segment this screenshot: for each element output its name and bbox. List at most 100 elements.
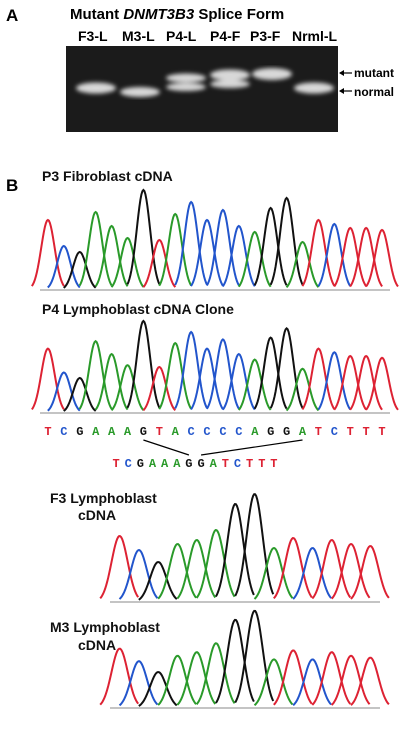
band-p3f-mutant: [252, 68, 292, 80]
band-nrml-normal: [294, 82, 334, 94]
peak-G: [63, 376, 97, 412]
base-letter: T: [315, 425, 322, 439]
base-letter: T: [347, 425, 354, 439]
peak-A: [237, 358, 272, 411]
trace-title-p3-fibroblast: P3 Fibroblast cDNA: [42, 168, 173, 184]
peak-T: [349, 226, 383, 288]
chromatogram-f3: [99, 493, 390, 603]
base-letter: T: [270, 457, 277, 471]
peak-T: [142, 238, 177, 288]
peak-A: [176, 539, 217, 600]
peak-G: [253, 206, 288, 286]
lane-label-p3f: P3-F: [250, 28, 281, 44]
splice-connector-left: [143, 439, 190, 456]
peak-T: [273, 537, 313, 600]
peak-G: [269, 327, 304, 409]
peak-T: [99, 535, 140, 599]
peak-T: [31, 347, 65, 410]
peak-T: [311, 539, 352, 600]
band-f3l-normal: [76, 82, 116, 94]
lane-label-p4l: P4-L: [166, 28, 197, 44]
peak-G: [138, 561, 178, 601]
base-letter: A: [92, 425, 100, 439]
peak-A: [78, 339, 113, 410]
peak-A: [158, 212, 193, 287]
peak-G: [215, 618, 255, 704]
base-letter: C: [187, 425, 194, 439]
band-p4l-normal: [166, 83, 206, 91]
base-letter: C: [60, 425, 67, 439]
peak-T: [349, 354, 383, 411]
peak-G: [138, 671, 178, 707]
chromatogram-m3: [99, 609, 390, 709]
peak-A: [110, 236, 145, 288]
peak-C: [190, 218, 224, 287]
gel-title-gene: DNMT3B3: [123, 6, 195, 23]
gel-title-suffix: Splice Form: [194, 6, 285, 23]
peak-C: [292, 547, 332, 600]
peak-A: [78, 210, 113, 287]
base-letter: G: [197, 457, 204, 471]
peak-T: [333, 226, 368, 288]
peak-C: [174, 200, 209, 286]
peak-T: [142, 365, 177, 412]
trace-title-m3-line1: M3 Lymphoblast: [50, 619, 160, 635]
panel-b-label: B: [6, 176, 19, 195]
trace-title-f3-line2: cDNA: [78, 507, 117, 523]
peak-A: [195, 529, 236, 599]
peak-C: [47, 244, 81, 289]
peak-A: [285, 367, 320, 412]
lane-label-m3l: M3-L: [122, 28, 155, 44]
peak-T: [99, 647, 140, 706]
peak-T: [365, 356, 399, 411]
base-letter: A: [173, 457, 181, 471]
base-letter: T: [222, 457, 229, 471]
peak-C: [47, 371, 81, 412]
panel-a-label: A: [6, 6, 19, 25]
trace-title-m3-line2: cDNA: [78, 637, 117, 653]
peak-C: [206, 208, 240, 286]
peak-A: [195, 642, 236, 706]
base-letter: C: [219, 425, 226, 439]
base-letter: G: [137, 457, 144, 471]
band-label-normal: normal: [354, 85, 395, 99]
peak-A: [94, 352, 129, 411]
base-letter: C: [203, 425, 210, 439]
base-letter: G: [283, 425, 290, 439]
gel-title: Mutant DNMT3B3 Splice Form: [70, 6, 390, 23]
peak-G: [269, 196, 304, 286]
peak-A: [285, 240, 320, 288]
peak-C: [118, 660, 159, 707]
peak-G: [253, 336, 288, 410]
base-letter: T: [258, 457, 265, 471]
peak-T: [333, 354, 367, 411]
peak-T: [365, 228, 399, 288]
base-letter: A: [149, 457, 157, 471]
lane-label-nrml: Nrml-L: [292, 28, 338, 44]
peak-G: [215, 503, 255, 597]
base-letter: C: [234, 457, 241, 471]
peak-A: [157, 543, 197, 600]
peak-T: [330, 543, 371, 600]
base-letter: A: [161, 457, 169, 471]
band-label-mutant: mutant: [354, 66, 394, 80]
trace-title-f3-line1: F3 Lymphoblast: [50, 490, 157, 506]
band-p4f-mutant: [210, 69, 250, 81]
peak-A: [253, 547, 294, 600]
base-letter: C: [125, 457, 132, 471]
peak-T: [350, 656, 390, 706]
base-letter: G: [76, 425, 83, 439]
peak-T: [301, 218, 336, 287]
peak-C: [190, 347, 224, 410]
chromatogram-p4: [31, 319, 399, 414]
peak-C: [174, 330, 208, 409]
peak-C: [317, 222, 352, 287]
peak-A: [158, 341, 193, 410]
peak-C: [221, 224, 256, 287]
peak-T: [31, 218, 65, 287]
peak-C: [118, 549, 159, 600]
base-letter: T: [362, 425, 369, 439]
